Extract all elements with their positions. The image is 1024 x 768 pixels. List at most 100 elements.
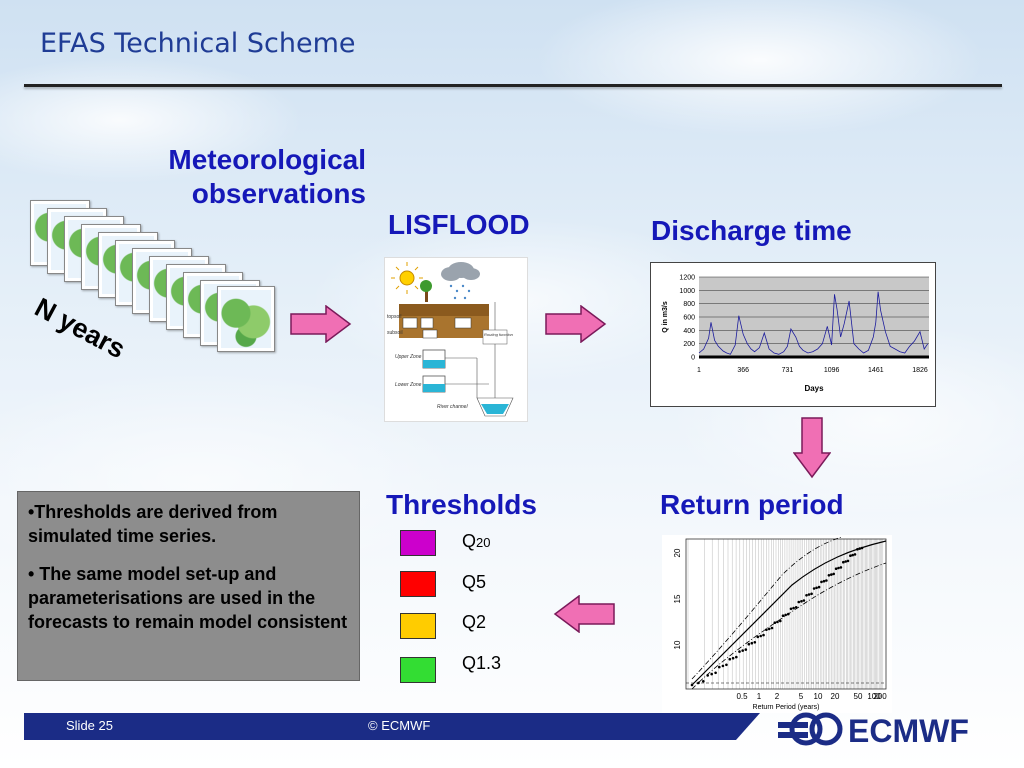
- footer-bar-tail: [600, 713, 760, 740]
- return-period-point: [725, 663, 728, 667]
- map-card: [217, 286, 275, 352]
- return-period-point: [834, 567, 838, 570]
- return-period-point: [839, 566, 843, 569]
- discharge-xtick-label: 1096: [824, 367, 840, 374]
- return-period-point: [810, 592, 813, 596]
- met-obs-heading: Meteorological observations: [120, 143, 366, 211]
- slide-title: EFAS Technical Scheme: [40, 28, 356, 59]
- return-period-point: [762, 633, 765, 637]
- discharge-ytick-label: 0: [691, 355, 695, 362]
- return-period-point: [738, 650, 741, 653]
- sun-icon: [391, 262, 423, 294]
- return-period-fit-line: [691, 540, 887, 686]
- return-period-xtick-label: 50: [854, 692, 863, 701]
- threshold-label-q1-3: Q1.3: [462, 653, 502, 673]
- discharge-xtick-label: 1461: [868, 367, 884, 374]
- return-period-ytick-label: 15: [673, 594, 682, 603]
- footer-bar: [24, 713, 664, 740]
- return-period-point: [710, 672, 713, 676]
- return-period-point: [767, 627, 771, 631]
- return-period-lower-bound: [691, 562, 887, 690]
- threshold-swatch-q5: [400, 571, 436, 597]
- arrow-right-2: [545, 305, 607, 343]
- return-period-point: [728, 657, 732, 661]
- met-obs-line1: Meteorological: [168, 144, 366, 175]
- return-period-xtick-label: 1: [757, 692, 762, 701]
- discharge-xtick-label: 366: [737, 367, 749, 374]
- return-period-point: [750, 641, 754, 645]
- return-period-point: [817, 585, 821, 589]
- return-period-point: [858, 547, 861, 550]
- return-period-point: [832, 572, 835, 576]
- map-stack: [30, 200, 280, 352]
- return-period-point: [714, 671, 717, 675]
- info-bullet-2: • The same model set-up and parameterisa…: [28, 564, 348, 632]
- discharge-ytick-label: 200: [683, 341, 695, 348]
- footer-slide-number: Slide 25: [66, 718, 113, 733]
- return-period-point: [794, 606, 798, 609]
- return-period-point: [812, 587, 816, 590]
- return-period-point: [805, 594, 808, 597]
- return-period-point: [747, 642, 751, 646]
- return-period-point: [706, 674, 709, 677]
- return-period-ytick-label: 20: [673, 548, 682, 557]
- return-period-upper-bound: [691, 536, 843, 680]
- return-period-point: [797, 600, 801, 604]
- lisflood-upper-zone-label: Upper Zone: [395, 354, 422, 360]
- tree-icon: [420, 280, 432, 302]
- threshold-legend: Q20 Q5 Q2 Q1.3: [400, 527, 540, 687]
- return-period-xtick-label: 20: [831, 692, 840, 701]
- discharge-series-line: [698, 291, 929, 355]
- return-period-point: [779, 619, 782, 623]
- footer-copyright: © ECMWF: [368, 718, 431, 733]
- return-period-point: [784, 613, 787, 617]
- return-period-point: [753, 641, 757, 644]
- lisflood-schematic: topsoil subsoil Upper Zone Lower Zone Ro…: [384, 257, 528, 422]
- discharge-ylabel: Q in m3/s: [662, 301, 669, 333]
- ecmwf-logo: ECMWF: [778, 712, 969, 749]
- rain-cloud-icon: [441, 262, 480, 300]
- return-period-point: [744, 648, 748, 651]
- discharge-xtick-label: 1826: [912, 367, 928, 374]
- return-period-xtick-label: 5: [799, 692, 804, 701]
- threshold-swatch-q2: [400, 613, 436, 639]
- return-period-point: [846, 559, 850, 563]
- discharge-xlabel: Days: [804, 384, 824, 393]
- return-period-point: [830, 573, 833, 576]
- info-bullet-1: •Thresholds are derived from simulated t…: [28, 502, 278, 546]
- return-period-point: [825, 579, 828, 582]
- return-period-xtick-label: 200: [873, 692, 887, 701]
- return-period-point: [776, 620, 779, 624]
- return-period-point: [837, 566, 840, 570]
- return-period-xtick-label: 100: [867, 692, 881, 701]
- return-period-point: [741, 649, 744, 652]
- return-period-point: [827, 574, 831, 577]
- info-box: •Thresholds are derived from simulated t…: [17, 491, 360, 681]
- return-period-heading: Return period: [660, 489, 844, 520]
- return-period-point: [851, 553, 854, 557]
- arrow-right-1: [290, 305, 352, 343]
- threshold-label-q2: Q2: [462, 612, 487, 632]
- return-period-xtick-label: 10: [814, 692, 823, 701]
- discharge-ytick-label: 1000: [679, 288, 695, 295]
- return-period-point: [690, 683, 694, 687]
- return-period-point: [765, 628, 768, 631]
- discharge-xtick-label: 731: [782, 367, 794, 374]
- threshold-label-q20: Q20: [462, 531, 491, 551]
- title-divider: [24, 84, 1002, 87]
- return-period-point: [735, 655, 738, 659]
- return-period-point: [789, 607, 793, 611]
- discharge-ytick-label: 1200: [679, 275, 695, 282]
- thresholds-heading: Thresholds: [386, 489, 537, 520]
- threshold-swatch-q20: [400, 530, 436, 556]
- return-period-point: [842, 560, 845, 564]
- return-period-point: [787, 612, 790, 616]
- return-period-point: [802, 599, 806, 602]
- return-period-point: [731, 656, 735, 660]
- return-period-point: [770, 626, 774, 630]
- return-period-point: [849, 554, 852, 557]
- arrow-down: [793, 417, 831, 479]
